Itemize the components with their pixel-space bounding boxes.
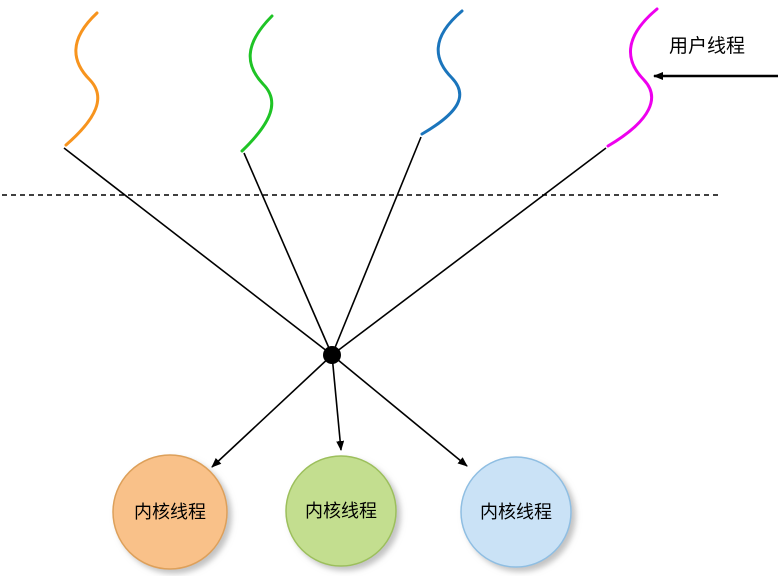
kernel-thread-label-1: 内核线程: [134, 502, 206, 522]
dispatch-arrow-3: [331, 354, 468, 467]
mapping-line-2: [243, 152, 333, 356]
kernel-thread-label-3: 内核线程: [480, 502, 552, 522]
junction-dot: [323, 346, 341, 364]
user-thread-squiggle-2: [240, 14, 274, 153]
kernel-thread-label-2: 内核线程: [305, 501, 377, 521]
mapping-line-4: [331, 147, 607, 356]
user-thread-squiggle-4: [606, 7, 659, 148]
kernel-thread-node-1: 内核线程: [112, 454, 228, 570]
kernel-thread-circle-3: [460, 456, 572, 568]
kernel-thread-node-3: 内核线程: [460, 456, 572, 568]
mapping-line-3: [331, 136, 422, 356]
kernel-thread-circle-1: [112, 454, 228, 570]
dispatch-arrow-2: [331, 354, 345, 451]
kernel-thread-circle-2: [285, 455, 397, 567]
kernel-thread-node-2: 内核线程: [285, 455, 397, 567]
mapping-line-1: [63, 147, 333, 356]
user-thread-label: 用户线程: [669, 35, 745, 57]
user-thread-squiggle-3: [420, 9, 464, 136]
dispatch-arrow-1: [211, 354, 333, 468]
user-thread-squiggle-1: [64, 11, 100, 147]
